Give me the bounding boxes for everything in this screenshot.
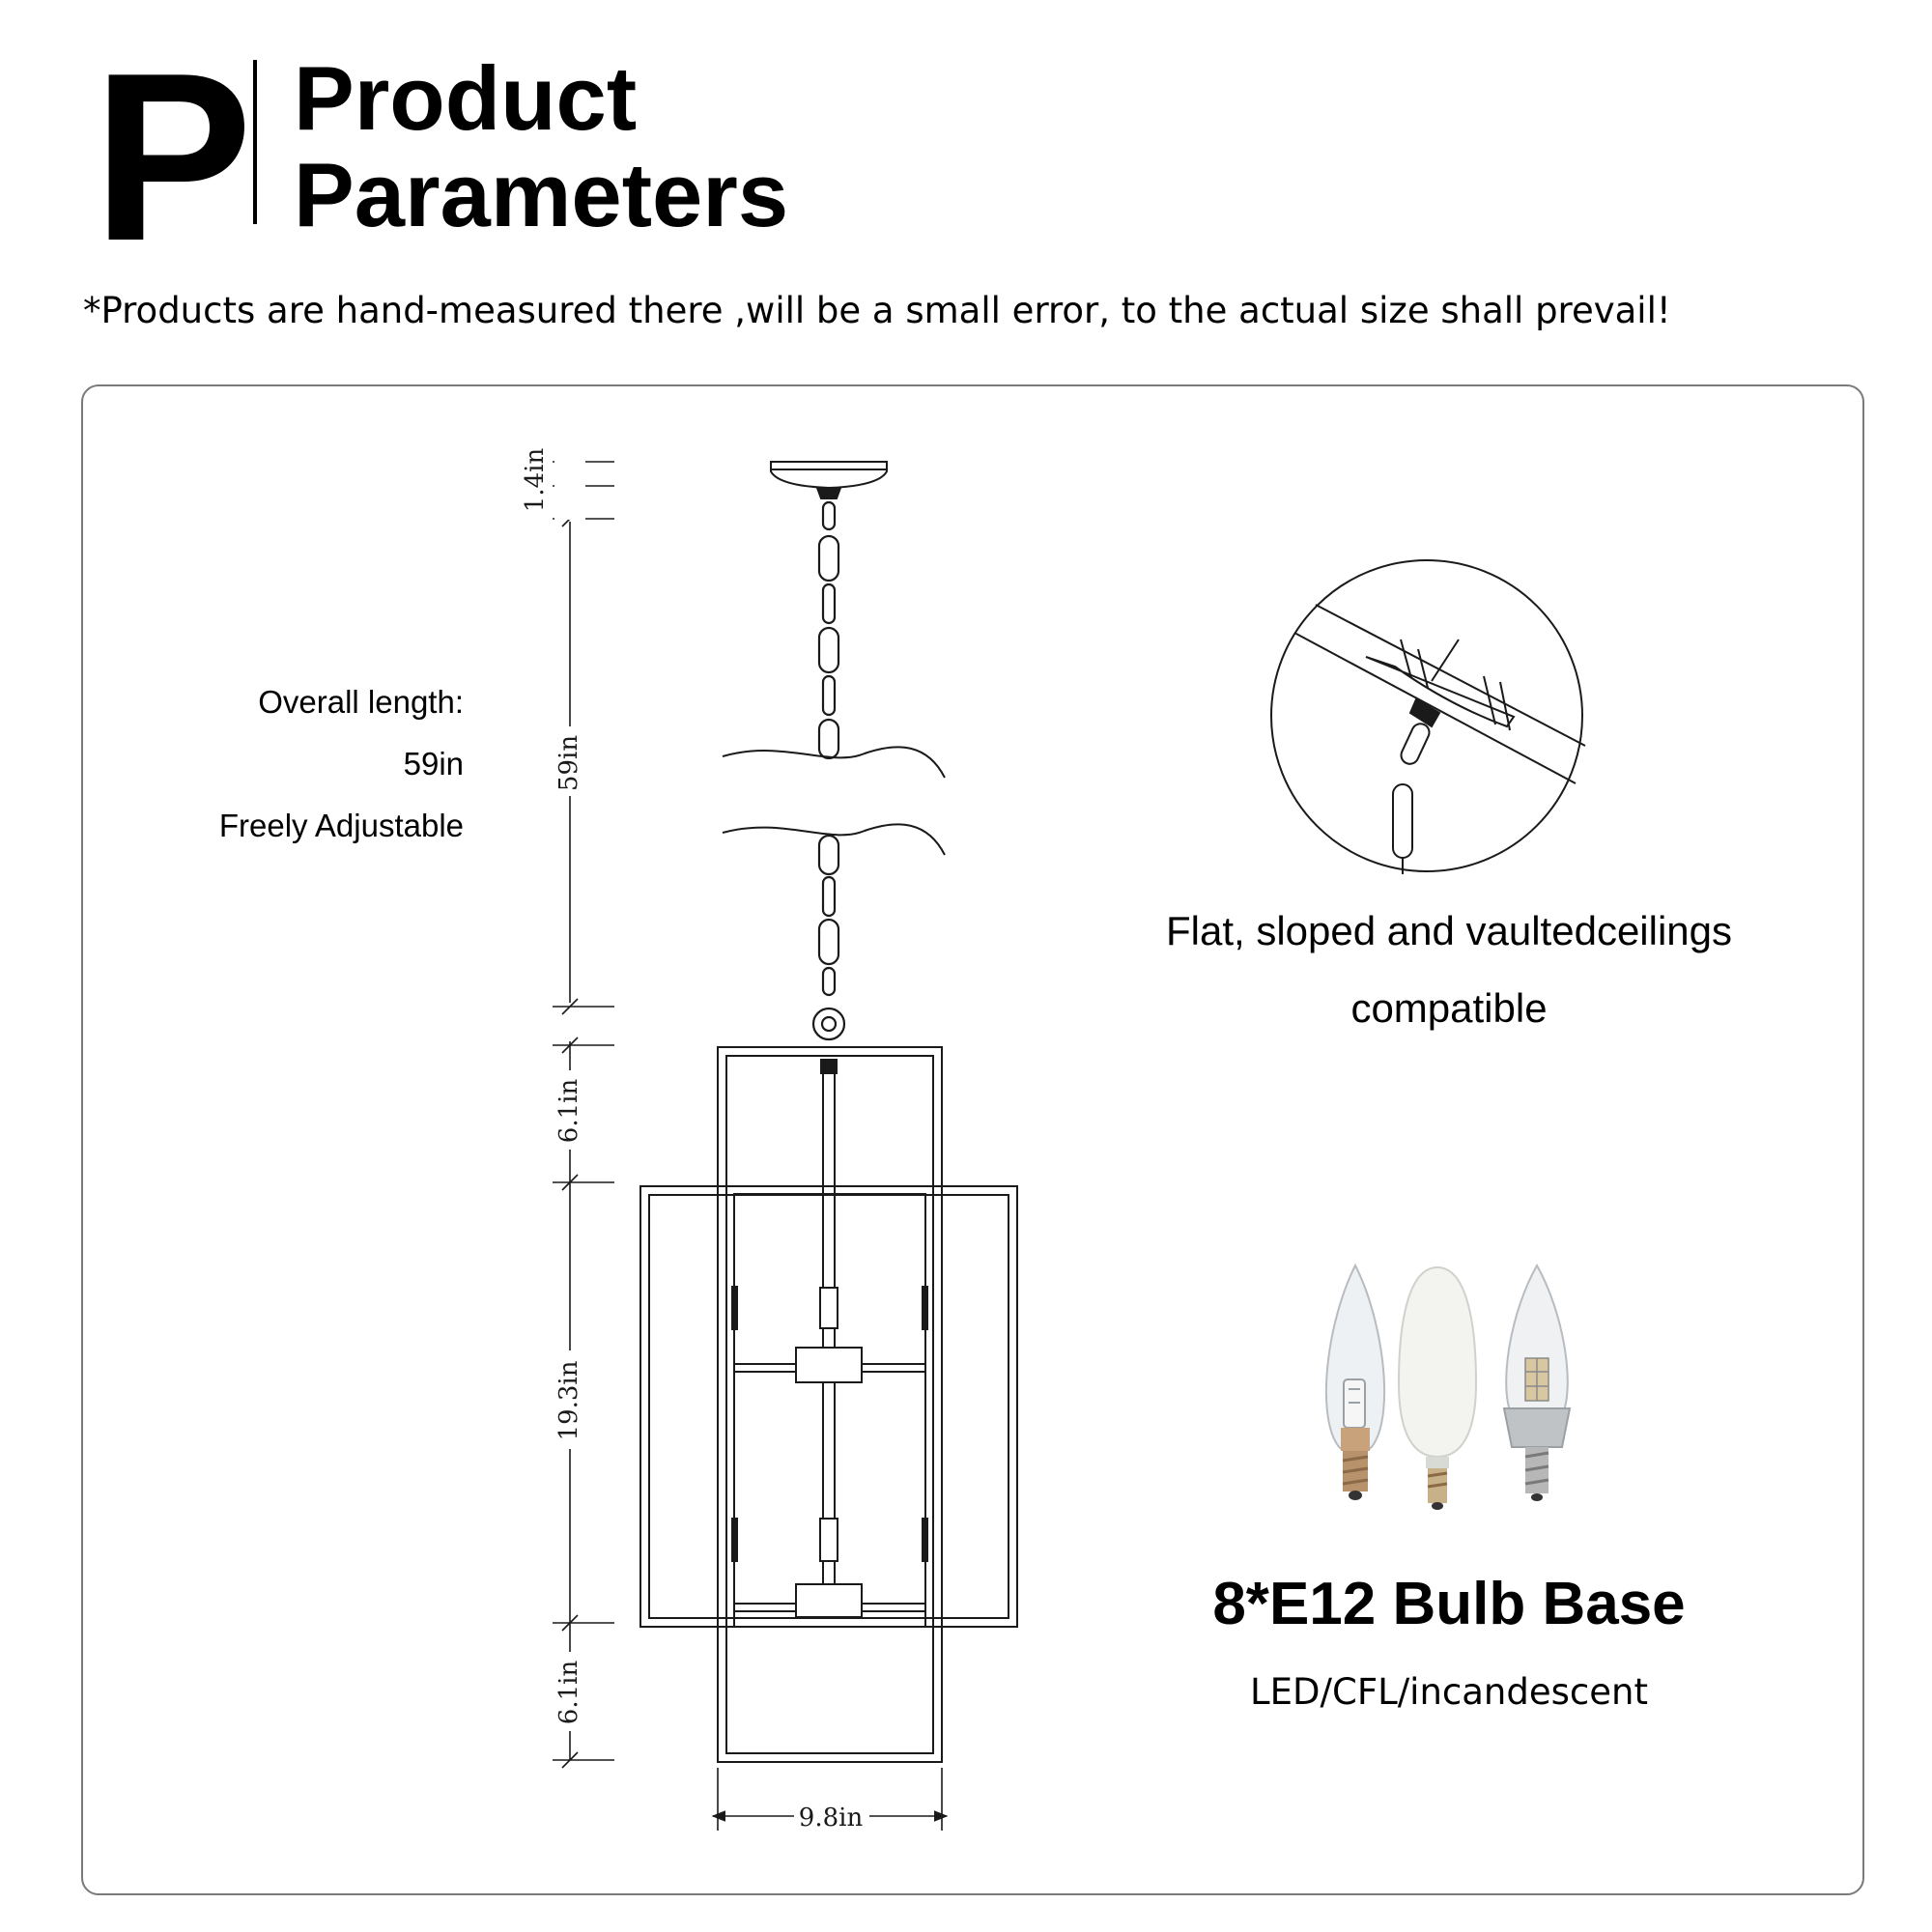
ceiling-compat-line-2: compatible (1350, 985, 1548, 1031)
overall-length-label: Overall length: (258, 684, 464, 720)
page-title: Product Parameters (294, 50, 788, 243)
canopy (770, 461, 888, 499)
ceiling-mount-detail (1270, 559, 1586, 874)
dim-middle-label: 19.3in (554, 1360, 583, 1440)
dim-canopy-label: 1.4in (521, 448, 550, 513)
overall-length-value: 59in (403, 746, 464, 781)
dim-top-label: 6.1in (554, 1079, 583, 1144)
dim-bottom-label: 6.1in (554, 1661, 583, 1725)
bulb-base-heading: 8*E12 Bulb Base (1212, 1571, 1686, 1637)
dim-chain-label: 59in (554, 735, 583, 791)
title-line-2: Parameters (294, 144, 789, 245)
ceiling-compat-line-1: Flat, sloped and vaultedceilings (1165, 908, 1733, 953)
adjustable-note: Freely Adjustable (218, 808, 464, 843)
title-divider (253, 60, 257, 224)
chain-upper (817, 500, 840, 760)
bulb-types-text: LED/CFL/incandescent (1250, 1671, 1648, 1713)
content-panel (81, 384, 1864, 1895)
halogen-bulb-icon (1324, 1263, 1386, 1500)
disclaimer-text: *Products are hand-measured there ,will … (83, 290, 1671, 331)
chain-lower (811, 834, 846, 1041)
chain-break (722, 746, 946, 856)
dim-width-label: 9.8in (799, 1804, 864, 1833)
lantern-frame (639, 1046, 1018, 1763)
logo-letter: P (93, 22, 252, 291)
title-line-1: Product (294, 47, 638, 149)
width-dimension (711, 1768, 949, 1831)
cfl-bulb-icon (1397, 1265, 1478, 1510)
led-bulb-icon (1502, 1263, 1572, 1501)
